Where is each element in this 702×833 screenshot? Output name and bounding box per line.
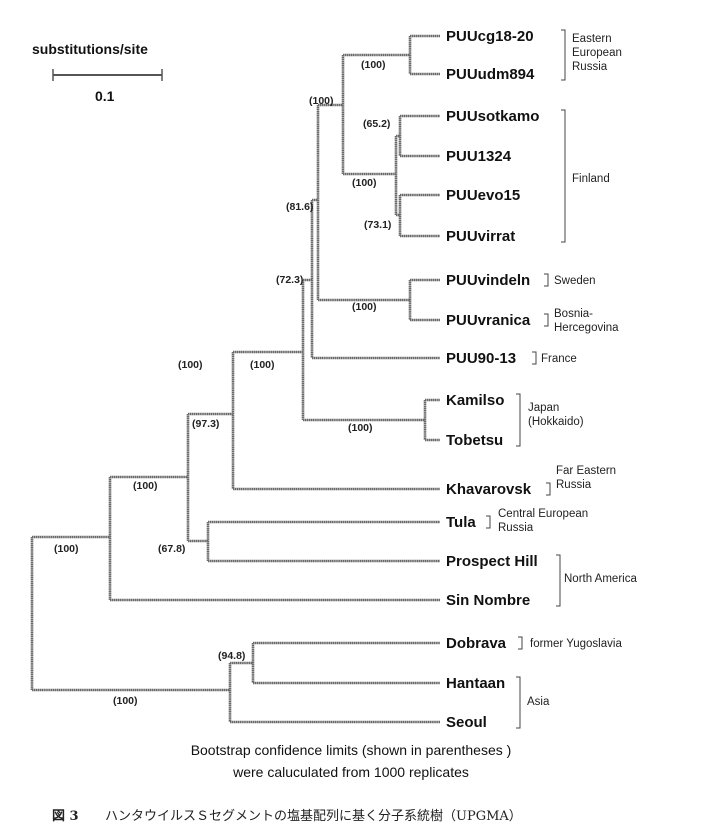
group-label: Bosnia- [554,308,593,320]
taxon-label: PUUvranica [446,312,531,329]
bootstrap-note: Bootstrap confidence limits (shown in pa… [191,742,512,758]
bootstrap-value: (81.6) [286,201,313,213]
group-bracket [544,313,549,327]
figure-number: 図 3 [52,809,79,824]
bootstrap-value: (100) [178,359,203,371]
taxon-label: PUU90-13 [446,350,516,367]
group-label: Hercegovina [554,322,619,334]
taxon-label: PUUsotkamo [446,108,539,125]
bootstrap-value: (97.3) [192,418,219,430]
group-bracket [556,554,561,607]
group-bracket [516,676,521,729]
group-label: former Yugoslavia [530,638,622,650]
group-label: Central European [498,508,588,520]
taxon-label: Khavarovsk [446,481,532,498]
taxon-label: Seoul [446,714,487,731]
taxon-label: Prospect Hill [446,553,538,570]
bootstrap-value: (100) [361,59,386,71]
taxon-label: Dobrava [446,635,507,652]
scale-bar: substitutions/site 0.1 [32,41,163,104]
bootstrap-value: (100) [352,177,377,189]
bootstrap-value: (94.8) [218,650,245,662]
taxon-label: PUUvirrat [446,228,515,245]
group-bracket [532,351,537,365]
scale-bar-value: 0.1 [95,88,115,104]
bootstrap-note: were caluculated from 1000 replicates [232,764,469,780]
group-bracket [516,393,521,447]
tree-branches [30,34,440,724]
group-label: Asia [527,696,550,708]
bootstrap-value: (73.1) [364,219,391,231]
group-bracket [544,273,549,287]
group-label: European [572,47,622,59]
group-label: North America [564,573,637,585]
taxon-label: Sin Nombre [446,592,530,609]
taxon-label: Tula [446,514,476,531]
bootstrap-value: (100) [54,543,79,555]
taxon-label: PUU1324 [446,148,512,165]
group-label: Sweden [554,275,596,287]
group-label: Finland [572,173,610,185]
taxon-label: PUUudm894 [446,66,535,83]
group-bracket [486,515,491,529]
group-label: France [541,353,577,365]
taxon-label: PUUevo15 [446,187,520,204]
group-bracket [561,29,566,81]
group-label: Japan [528,402,559,414]
group-bracket [546,482,551,496]
group-label: Russia [556,479,592,491]
scale-bar-title: substitutions/site [32,41,148,57]
group-bracket [561,109,566,243]
group-label: (Hokkaido) [528,416,584,428]
bootstrap-value: (72.3) [276,274,303,286]
bootstrap-value: (65.2) [363,118,390,130]
taxon-label: Tobetsu [446,432,503,449]
bootstrap-value: (100) [113,695,138,707]
bootstrap-value: (100) [352,301,377,313]
bootstrap-value: (100) [348,422,373,434]
taxon-label: Hantaan [446,675,505,692]
bootstrap-value: (100) [250,359,275,371]
group-label: Far Eastern [556,465,616,477]
bootstrap-value: (100) [309,95,334,107]
group-label: Russia [498,522,534,534]
taxon-label: Kamilso [446,392,504,409]
group-label: Eastern [572,33,612,45]
taxon-label: PUUvindeln [446,272,530,289]
taxon-label: PUUcg18-20 [446,28,534,45]
group-label: Russia [572,61,608,73]
figure-caption: ハンタウイルスＳセグメントの塩基配列に基く分子系統樹（UPGMA） [105,809,522,824]
bootstrap-value: (100) [133,480,158,492]
bootstrap-value: (67.8) [158,543,185,555]
group-bracket [518,636,523,650]
